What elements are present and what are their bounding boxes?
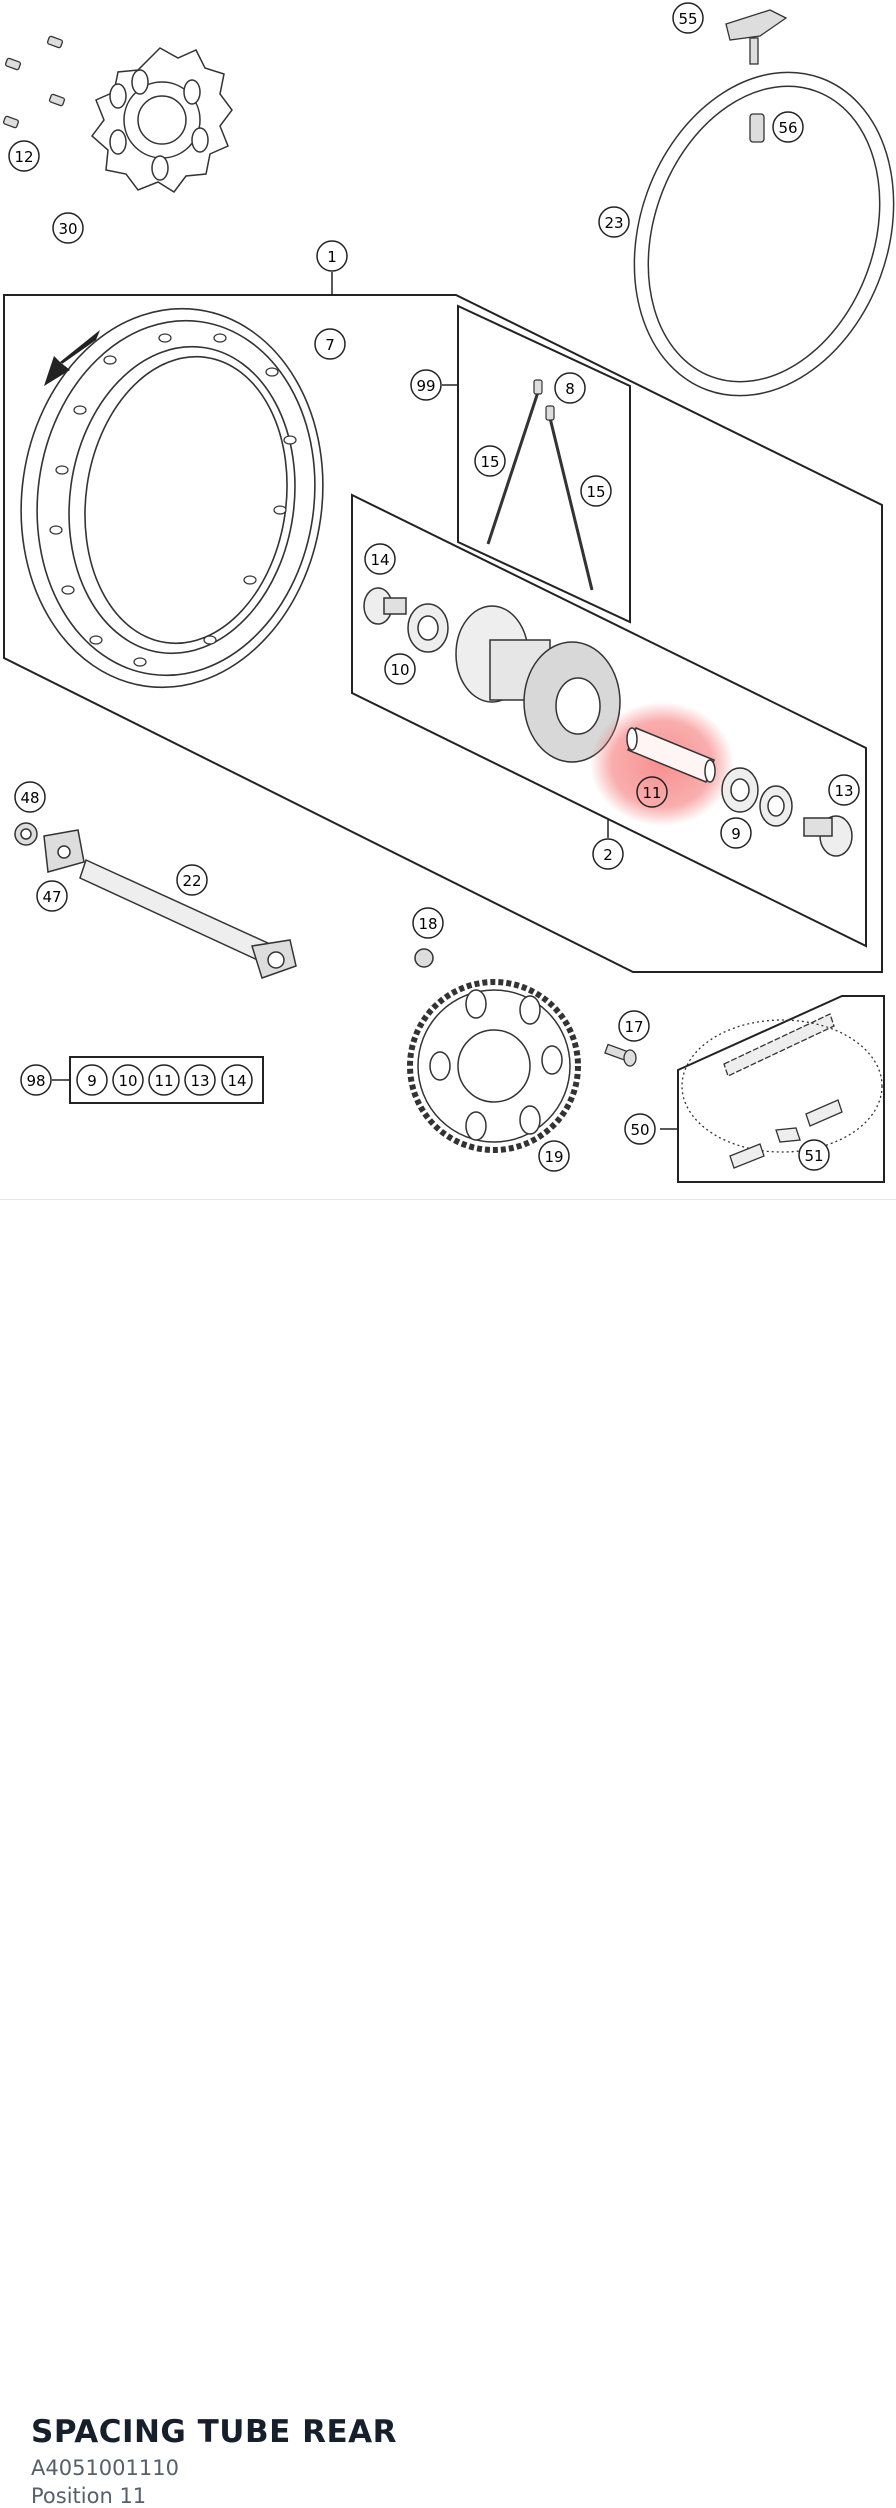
callout-17[interactable]: 17 (618, 1010, 650, 1042)
sprocket-bolt-drawing (604, 1043, 637, 1067)
svg-text:22: 22 (182, 872, 201, 890)
svg-text:98: 98 (26, 1072, 45, 1090)
callout-10[interactable]: 10 (384, 653, 416, 685)
svg-text:51: 51 (804, 1147, 823, 1165)
svg-text:9: 9 (87, 1072, 97, 1090)
callout-8[interactable]: 8 (554, 372, 586, 404)
callout-9[interactable]: 9 (720, 817, 752, 849)
wheel-assembly-frame (3, 294, 883, 973)
callout-51[interactable]: 51 (798, 1139, 830, 1171)
part-number: A4051001110 (31, 2456, 179, 2480)
svg-text:15: 15 (586, 483, 605, 501)
chain-adjusters-drawing (14, 822, 434, 968)
svg-text:9: 9 (731, 825, 741, 843)
callout-1[interactable]: 1 (316, 240, 348, 272)
part-info-footer: SPACING TUBE REAR A4051001110 Position 1… (0, 1200, 896, 2508)
svg-text:30: 30 (58, 220, 77, 238)
svg-text:12: 12 (14, 148, 33, 166)
callout-14[interactable]: 14 (364, 543, 396, 575)
svg-text:10: 10 (390, 661, 409, 679)
svg-text:55: 55 (678, 10, 697, 28)
callouts: 55 56 12 30 23 1 7 99 8 15 15 14 10 11 1… (8, 2, 860, 1172)
svg-text:10: 10 (118, 1072, 137, 1090)
callout-22[interactable]: 22 (176, 864, 208, 896)
svg-text:19: 19 (544, 1148, 563, 1166)
svg-text:99: 99 (416, 377, 435, 395)
svg-text:14: 14 (370, 551, 389, 569)
svg-text:56: 56 (778, 119, 797, 137)
svg-text:15: 15 (480, 453, 499, 471)
svg-text:11: 11 (642, 784, 661, 802)
kit-98-item-10[interactable]: 10 (112, 1064, 144, 1096)
callout-30[interactable]: 30 (52, 212, 84, 244)
svg-text:23: 23 (604, 214, 623, 232)
callout-19[interactable]: 19 (538, 1140, 570, 1172)
kit-98-item-9[interactable]: 9 (76, 1064, 108, 1096)
rotation-arrow-icon (44, 330, 100, 386)
group-frames (3, 294, 885, 1183)
part-position: Position 11 (31, 2484, 147, 2508)
callout-2[interactable]: 2 (592, 838, 624, 870)
svg-text:47: 47 (42, 888, 61, 906)
svg-text:18: 18 (418, 915, 437, 933)
callout-18[interactable]: 18 (412, 907, 444, 939)
callout-98[interactable]: 98 (20, 1064, 52, 1096)
callout-11[interactable]: 11 (636, 776, 668, 808)
callout-12[interactable]: 12 (8, 140, 40, 172)
footer-divider (0, 1199, 896, 1200)
spacing-tube-drawing (626, 727, 716, 783)
exploded-parts-diagram: 55 56 12 30 23 1 7 99 8 15 15 14 10 11 1… (2, 2, 895, 1183)
chain-frame (677, 995, 885, 1183)
hub-drawing (363, 587, 621, 763)
svg-text:17: 17 (624, 1018, 643, 1036)
spokes-frame (457, 304, 631, 624)
svg-text:11: 11 (154, 1072, 173, 1090)
callout-55[interactable]: 55 (672, 2, 704, 34)
callout-15-left[interactable]: 15 (474, 445, 506, 477)
rim-drawing (20, 307, 324, 689)
svg-text:2: 2 (603, 846, 613, 864)
spokes-drawing (486, 391, 594, 591)
callout-47[interactable]: 47 (36, 880, 68, 912)
callout-7[interactable]: 7 (314, 328, 346, 360)
callout-50[interactable]: 50 (624, 1113, 656, 1145)
svg-text:14: 14 (227, 1072, 246, 1090)
nipple-drawing (533, 379, 555, 421)
svg-text:1: 1 (327, 248, 337, 266)
hub-frame (351, 493, 867, 948)
part-title: SPACING TUBE REAR (31, 2414, 397, 2450)
svg-text:48: 48 (20, 789, 39, 807)
rim-spoke-holes (49, 333, 297, 667)
svg-text:8: 8 (565, 380, 575, 398)
sprocket-drawing (407, 979, 581, 1153)
callout-99[interactable]: 99 (410, 369, 442, 401)
callout-23[interactable]: 23 (598, 206, 630, 238)
rim-lock-drawing (725, 9, 788, 143)
axle-drawing (79, 858, 297, 979)
kit-98-item-13[interactable]: 13 (184, 1064, 216, 1096)
disc-bolts-drawing (2, 35, 66, 129)
callout-56[interactable]: 56 (772, 111, 804, 143)
kit-98-item-11[interactable]: 11 (148, 1064, 180, 1096)
leader-lines (52, 272, 678, 1130)
rim-tape-drawing (633, 71, 895, 397)
svg-text:13: 13 (190, 1072, 209, 1090)
callout-13[interactable]: 13 (828, 774, 860, 806)
brake-disc-drawing (90, 47, 233, 194)
svg-text:7: 7 (325, 336, 335, 354)
kit-98-item-14[interactable]: 14 (221, 1064, 253, 1096)
svg-text:50: 50 (630, 1121, 649, 1139)
callout-48[interactable]: 48 (14, 781, 46, 813)
chain-drawing (681, 1013, 883, 1169)
bearings-drawing (721, 767, 853, 857)
callout-15-right[interactable]: 15 (580, 475, 612, 507)
svg-text:13: 13 (834, 782, 853, 800)
